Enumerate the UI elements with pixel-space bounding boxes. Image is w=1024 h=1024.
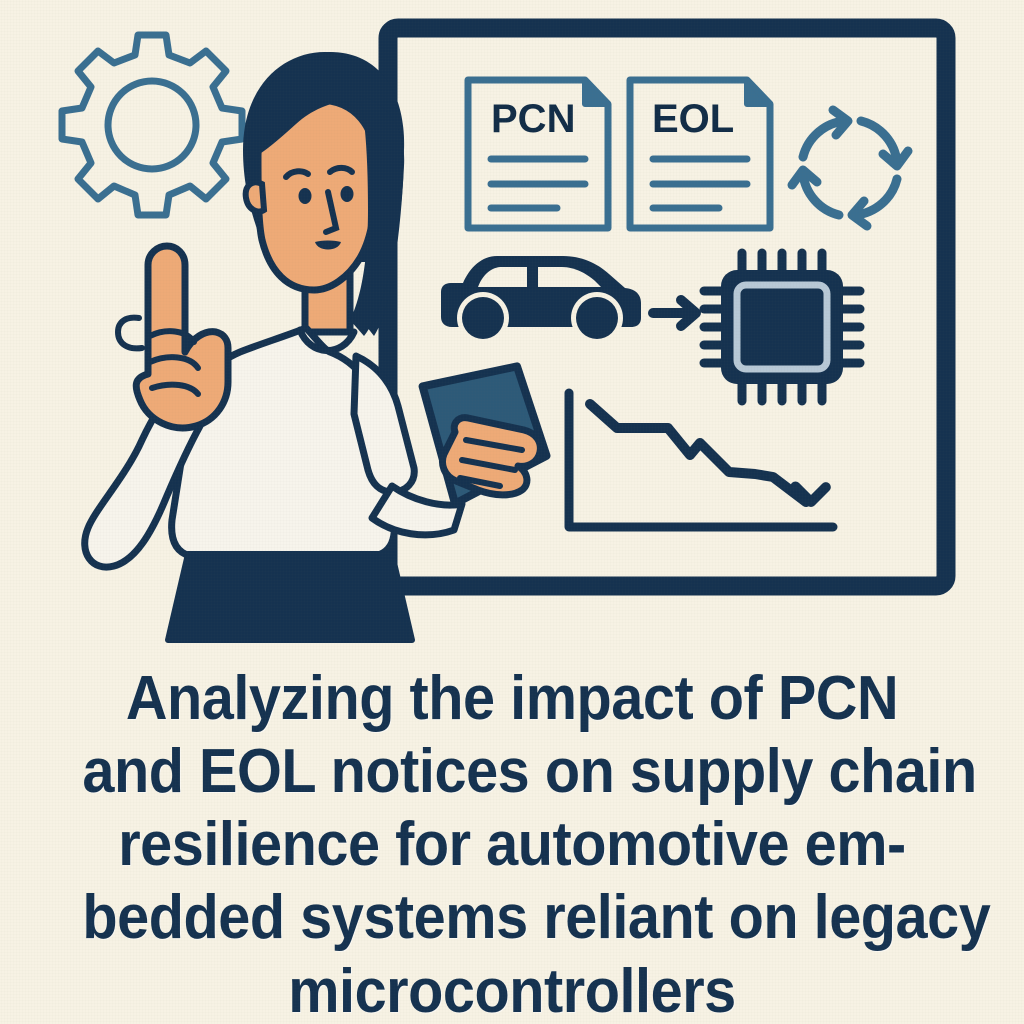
finger-line xyxy=(459,457,518,473)
hand-knuckle-line xyxy=(147,328,197,345)
finger-line xyxy=(463,437,525,453)
hair-front xyxy=(248,52,405,160)
document-eol: EOL xyxy=(626,76,774,232)
sleeve-right xyxy=(350,352,418,496)
holding-hand xyxy=(439,414,544,499)
document-pcn-page xyxy=(464,76,612,232)
microcontroller-chip-icon xyxy=(699,248,865,406)
caption-line: Analyzing the impact of PCN xyxy=(125,664,899,733)
collar xyxy=(296,326,358,354)
nose xyxy=(323,189,340,235)
ear xyxy=(242,179,268,215)
caption-line: resilience for automotive em- xyxy=(118,810,906,880)
recycle-cycle-icon xyxy=(787,105,913,231)
document-pcn-label: PCN xyxy=(491,97,575,141)
chart-axes xyxy=(564,388,838,532)
eye-right xyxy=(340,186,354,202)
declining-trend-chart xyxy=(564,388,838,532)
document-eol-page xyxy=(626,76,774,232)
presenter-figure xyxy=(81,52,551,643)
illustration: PCN EOL xyxy=(58,18,956,643)
eyebrow-left xyxy=(283,168,311,180)
eyebrow-right xyxy=(327,164,355,175)
gear-icon xyxy=(58,31,246,219)
document-pcn: PCN xyxy=(464,76,612,232)
pointing-hand xyxy=(114,242,232,432)
chip-body xyxy=(721,270,843,384)
chart-arrow-head xyxy=(790,481,831,507)
finger-line xyxy=(457,475,503,489)
chart-trend-line xyxy=(585,399,811,507)
document-eol-label: EOL xyxy=(652,97,734,141)
caption-line: bedded systems reliant on legacy xyxy=(82,883,991,953)
hand-knuckle-line xyxy=(149,381,201,397)
hand-knuckle-line xyxy=(147,354,201,371)
car-wheel-front xyxy=(462,297,504,339)
chip-die-outline xyxy=(733,281,831,373)
eye-left xyxy=(298,188,312,204)
car-wheel-rear xyxy=(576,297,618,339)
arrow-right-icon xyxy=(648,295,701,331)
hair-side-right xyxy=(350,96,405,336)
gear-center-hole xyxy=(104,77,200,173)
mouth xyxy=(315,240,341,250)
caption-line: microcontrollers xyxy=(288,956,736,1024)
document-pcn-fold xyxy=(582,77,611,107)
document-eol-fold xyxy=(744,77,773,107)
skirt xyxy=(165,551,415,643)
caption-line: and EOL notices on supply chain xyxy=(82,737,977,807)
caption-text: Analyzing the impact of PCN and EOL noti… xyxy=(82,662,991,1024)
forearm-right xyxy=(368,482,466,539)
hand-thumb xyxy=(114,314,145,352)
car-icon xyxy=(441,256,641,344)
